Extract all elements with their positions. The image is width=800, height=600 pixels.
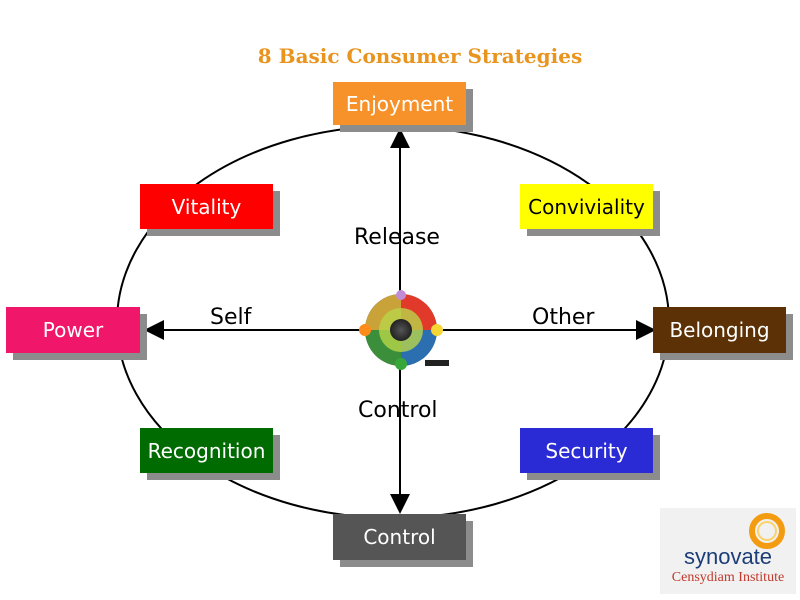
conviviality-box: Conviviality [520,184,653,229]
logo-name: synovate [683,544,773,569]
logo-subtitle: Censydiam Institute [671,570,785,585]
power-box: Power [6,307,140,353]
belonging-label: Belonging [669,318,770,342]
diagram-title: 8 Basic Consumer Strategies [257,44,583,68]
control-box-label: Control [363,525,436,549]
center-hub-graphic [359,290,449,370]
power-label: Power [42,318,104,342]
axis-label-release: Release [354,225,440,250]
security-label: Security [545,438,628,463]
synovate-logo: synovate Censydiam Institute [660,508,796,594]
recognition-label: Recognition [147,438,266,463]
recognition-box: Recognition [140,428,273,473]
axis-label-other: Other [532,305,595,330]
axis-label-self: Self [210,305,252,330]
belonging-box: Belonging [653,307,786,353]
security-box: Security [520,428,653,473]
control-box: Control [333,514,466,560]
axis-label-control: Control [358,398,438,423]
vitality-label: Vitality [171,194,242,219]
logo-ring-icon [749,513,785,549]
vitality-box: Vitality [140,184,273,229]
conviviality-label: Conviviality [528,194,645,219]
enjoyment-box: Enjoyment [333,82,466,125]
enjoyment-label: Enjoyment [345,91,454,116]
